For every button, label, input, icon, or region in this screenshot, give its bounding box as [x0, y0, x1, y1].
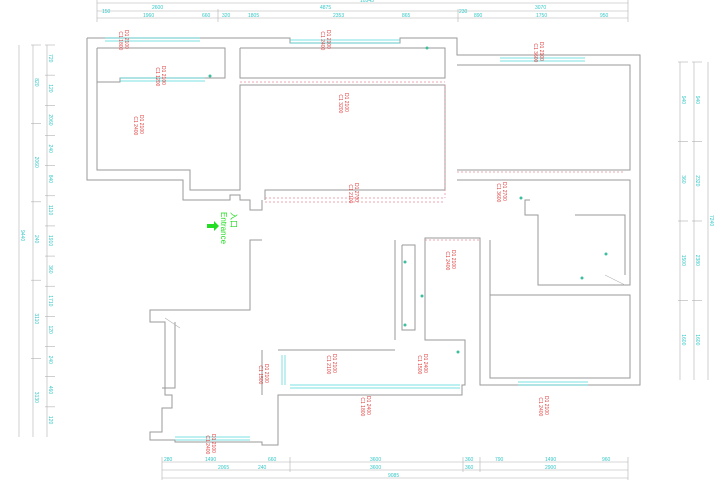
dim-text: 660: [202, 13, 211, 19]
dim-text: 1600: [694, 334, 700, 345]
room-label: D1 2400 C1 1500: [416, 354, 428, 375]
room-label: D1 2100 C1 2400: [444, 250, 456, 271]
dim-text: 120: [47, 416, 53, 425]
dim-text: 1960: [143, 13, 154, 19]
dim-text: 4875: [320, 5, 331, 11]
dim-text: 3110: [33, 313, 39, 324]
dim-text: 3600: [370, 465, 381, 471]
dim-text: 360: [465, 465, 474, 471]
openings: [240, 81, 625, 241]
dim-text: 1500: [680, 255, 686, 266]
dim-text: 950: [600, 13, 609, 19]
dim-text: 230: [459, 9, 468, 15]
fixture-icon: [208, 74, 212, 78]
dim-text: 660: [268, 457, 277, 463]
dim-text: 890: [474, 13, 483, 19]
dim-text: 240: [47, 356, 53, 365]
dim-text: 2065: [218, 465, 229, 471]
dim-text: 2900: [545, 465, 556, 471]
dim-text: 240: [258, 465, 267, 471]
fixture-icon: [580, 276, 584, 280]
dim-text: 790: [495, 457, 504, 463]
dim-text: 1710: [47, 295, 53, 306]
room-label: D1 2100 C1 2400: [132, 115, 144, 136]
dim-text: 3070: [535, 5, 546, 11]
dim-text: 3130: [33, 392, 39, 403]
dim-text: 940: [680, 96, 686, 105]
dim-text: 120: [47, 325, 53, 334]
dim-text: 1490: [545, 457, 556, 463]
dim-text: 865: [402, 13, 411, 19]
dim-text: 1600: [680, 334, 686, 345]
entrance-marker: 入口 Entrance: [207, 212, 238, 245]
fixture-icon: [420, 294, 424, 298]
room-label: D1 2700 C1 2100: [347, 183, 359, 204]
dim-text: 1490: [205, 457, 216, 463]
fixtures: [164, 46, 626, 354]
dim-text: 2380: [694, 255, 700, 266]
dim-text: 960: [602, 457, 611, 463]
room-label: D1 2100 C1 3200: [337, 93, 349, 114]
fixture-icon: [403, 323, 407, 327]
dim-text: 1110: [47, 205, 53, 216]
dim-text: 1910: [47, 235, 53, 246]
dim-text: 940: [694, 96, 700, 105]
fixture-icon: [425, 46, 429, 50]
dim-text: 460: [47, 386, 53, 395]
dim-text: 9440: [19, 230, 25, 241]
dim-text: 150: [102, 9, 111, 15]
room-label: D1 2100 C1 2400: [319, 30, 331, 51]
dim-text: 240: [33, 235, 39, 244]
room-label: D1 2100 C1 2400: [204, 434, 216, 455]
dim-text: 2320: [694, 175, 700, 186]
dim-text: 320: [222, 13, 231, 19]
entrance-label-cn: 入口: [229, 212, 238, 228]
dim-text: 240: [47, 145, 53, 154]
dim-text: 1805: [248, 13, 259, 19]
walls: [86, 37, 641, 446]
fixture-icon: [519, 196, 523, 200]
room-label: D1 2100 C1 3600: [532, 42, 544, 63]
bottom-dimensions: 280 1490 660 3600 360 790 1490 960 2065 …: [161, 457, 629, 480]
entrance-label-en: Entrance: [219, 212, 228, 245]
dim-text: 280: [164, 457, 173, 463]
room-label: D1 2700 C1 3600: [495, 182, 507, 203]
dim-text: 2060: [47, 114, 53, 125]
dim-text: 820: [33, 78, 39, 87]
room-label: D1 2100 C1 1200: [154, 66, 166, 87]
dim-text: 10545: [360, 0, 374, 4]
room-labels: D1 2100 C1 1800 D1 2100 C1 1200 D1 2100 C1…: [117, 30, 549, 455]
room-label: D1 2100 C1 1500: [257, 364, 269, 385]
top-dimensions: 10545 2600 4875 3070 150 230 1960 660 32…: [96, 0, 629, 22]
dim-text: 2353: [333, 13, 344, 19]
room-label: D1 2400 C1 1800: [359, 396, 371, 417]
arrow-right-icon: [207, 221, 219, 231]
room-label: D1 2100 C1 2100: [325, 354, 337, 375]
dim-text: 360: [680, 175, 686, 184]
fixture-icon: [403, 260, 407, 264]
windows: [105, 37, 588, 441]
dim-text: 840: [47, 175, 53, 184]
room-label: D1 2100 C1 2400: [537, 396, 549, 417]
fixture-icon: [604, 252, 608, 256]
dim-text: 360: [465, 457, 474, 463]
dim-text: 720: [47, 54, 53, 63]
dim-text: 360: [47, 265, 53, 274]
dim-text: 7240: [708, 215, 714, 226]
dim-text: 2600: [152, 5, 163, 11]
dim-text: 120: [47, 84, 53, 93]
fixture-icon: [456, 350, 460, 354]
dim-text: 2060: [33, 157, 39, 168]
dim-text: 1750: [536, 13, 547, 19]
room-label: D1 2100 C1 1800: [117, 30, 129, 51]
dim-text: 9085: [388, 473, 399, 479]
dim-text: 3600: [370, 457, 381, 463]
side-dimensions: 820 2060 240 3110 3130 720 120 2060 240 840 1110 19…: [18, 44, 714, 437]
